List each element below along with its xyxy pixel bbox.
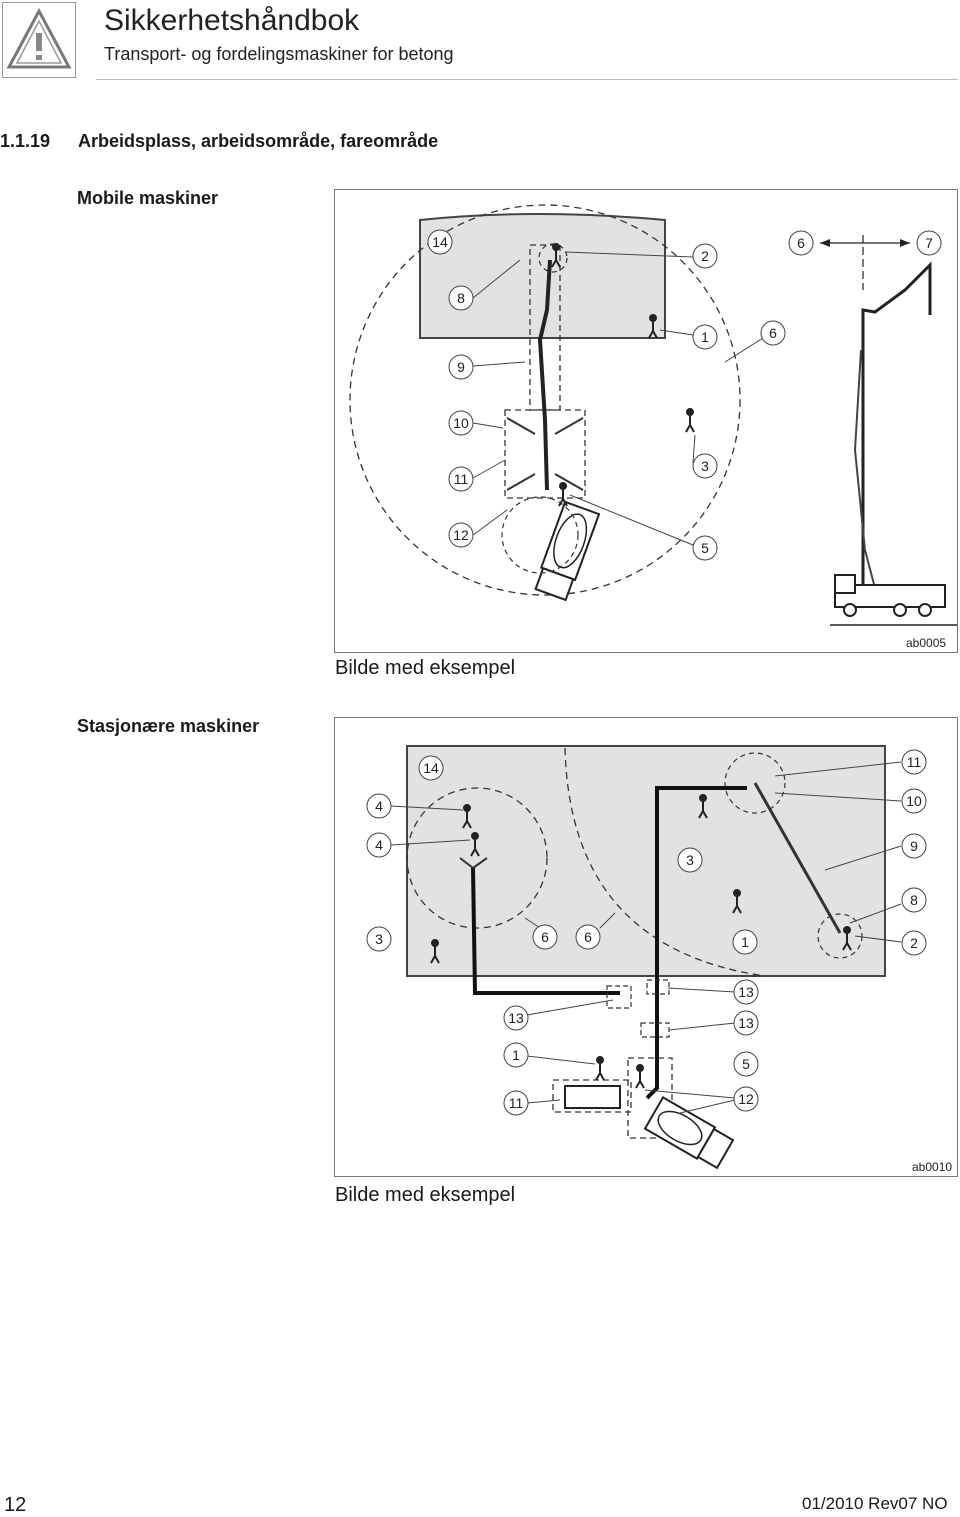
callout-badge: 6 [575, 924, 601, 950]
document-subtitle: Transport- og fordelingsmaskiner for bet… [104, 44, 454, 64]
callout-badge: 11 [901, 749, 927, 775]
callout-badge: 12 [733, 1086, 759, 1112]
header-divider [96, 79, 958, 80]
callout-label: 11 [509, 1095, 524, 1111]
callout-label: 4 [375, 837, 383, 853]
figure2-frame: 14 11 4 10 4 3 9 8 3 6 6 1 2 13 13 13 1 … [334, 717, 958, 1177]
figure1-id: ab0005 [906, 636, 947, 650]
figure1-heading: Mobile maskiner [77, 188, 219, 208]
callout-label: 6 [584, 929, 592, 945]
callout-label: 12 [738, 1091, 754, 1107]
callout-badge: 14 [427, 229, 453, 255]
section-number: 1.1.19 [0, 131, 51, 151]
callout-badge: 3 [677, 847, 703, 873]
page-number: 12 [4, 1494, 27, 1516]
callout-label: 2 [701, 248, 709, 264]
callout-label: 14 [423, 760, 439, 776]
revision-label: 01/2010 Rev07 NO [802, 1494, 948, 1513]
callout-label: 10 [906, 793, 922, 809]
figure2-id: ab0010 [912, 1160, 953, 1174]
callout-badge: 5 [733, 1051, 759, 1077]
callout-badge: 2 [901, 930, 927, 956]
callout-badge: 10 [448, 410, 474, 436]
callout-label: 11 [907, 754, 922, 770]
callout-label: 7 [925, 235, 933, 251]
callout-badge: 3 [692, 453, 718, 479]
figure1-caption: Bilde med eksempel [335, 657, 516, 679]
callout-label: 4 [375, 798, 383, 814]
figure2-caption: Bilde med eksempel [335, 1184, 516, 1206]
callout-badge: 13 [503, 1005, 529, 1031]
callout-badge: 9 [901, 833, 927, 859]
callout-label: 6 [541, 929, 549, 945]
callout-label: 1 [512, 1047, 520, 1063]
section-heading: 1.1.19 Arbeidsplass, arbeidsområde, fareo… [0, 131, 438, 152]
callout-label: 5 [742, 1056, 750, 1072]
callout-badge: 13 [733, 1010, 759, 1036]
callout-label: 3 [701, 458, 709, 474]
callout-label: 9 [910, 838, 918, 854]
callout-label: 12 [453, 527, 469, 543]
callout-badge: 1 [692, 324, 718, 350]
callout-label: 13 [738, 1015, 754, 1031]
callout-badge: 12 [448, 522, 474, 548]
callout-badge: 10 [901, 788, 927, 814]
callout-label: 3 [375, 931, 383, 947]
callout-badge: 7 [916, 230, 942, 256]
callout-badge: 13 [733, 979, 759, 1005]
callout-label: 10 [453, 415, 469, 431]
callout-label: 5 [701, 540, 709, 556]
callout-label: 6 [797, 235, 805, 251]
callout-label: 1 [701, 329, 709, 345]
figure1-diagram [349, 204, 957, 626]
callout-badge: 3 [366, 926, 392, 952]
callout-badge: 14 [418, 755, 444, 781]
callout-badge: 11 [503, 1090, 529, 1116]
callout-badge: 9 [448, 354, 474, 380]
callout-label: 13 [508, 1010, 524, 1026]
callout-label: 14 [432, 234, 448, 250]
callout-badge: 2 [692, 243, 718, 269]
callout-badge: 6 [760, 320, 786, 346]
callout-label: 2 [910, 935, 918, 951]
callout-badge: 5 [692, 535, 718, 561]
callout-badge: 1 [732, 929, 758, 955]
callout-badge: 6 [532, 924, 558, 950]
section-title: Arbeidsplass, arbeidsområde, fareområde [78, 131, 439, 151]
callout-badge: 1 [503, 1042, 529, 1068]
figure1-callouts: 14 2 6 7 8 1 6 9 10 11 3 12 5 [427, 229, 942, 561]
callout-label: 8 [457, 290, 465, 306]
callout-label: 11 [454, 471, 469, 487]
callout-badge: 8 [448, 285, 474, 311]
callout-label: 9 [457, 359, 465, 375]
figure2-heading: Stasjonære maskiner [77, 716, 260, 736]
callout-label: 1 [741, 934, 749, 950]
document-title: Sikkerhetshåndbok [104, 4, 360, 37]
callout-label: 8 [910, 892, 918, 908]
callout-label: 13 [738, 984, 754, 1000]
callout-badge: 4 [366, 793, 392, 819]
figure2-callouts: 14 11 4 10 4 3 9 8 3 6 6 1 2 13 13 13 1 … [366, 749, 927, 1116]
warning-triangle-icon [2, 2, 76, 78]
callout-badge: 8 [901, 887, 927, 913]
callout-badge: 6 [788, 230, 814, 256]
callout-badge: 11 [448, 466, 474, 492]
callout-label: 6 [769, 325, 777, 341]
figure2-diagram [390, 745, 902, 1170]
callout-label: 3 [686, 852, 694, 868]
figure1-frame: 14 2 6 7 8 1 6 9 10 11 3 12 5 [334, 189, 958, 653]
callout-badge: 4 [366, 832, 392, 858]
